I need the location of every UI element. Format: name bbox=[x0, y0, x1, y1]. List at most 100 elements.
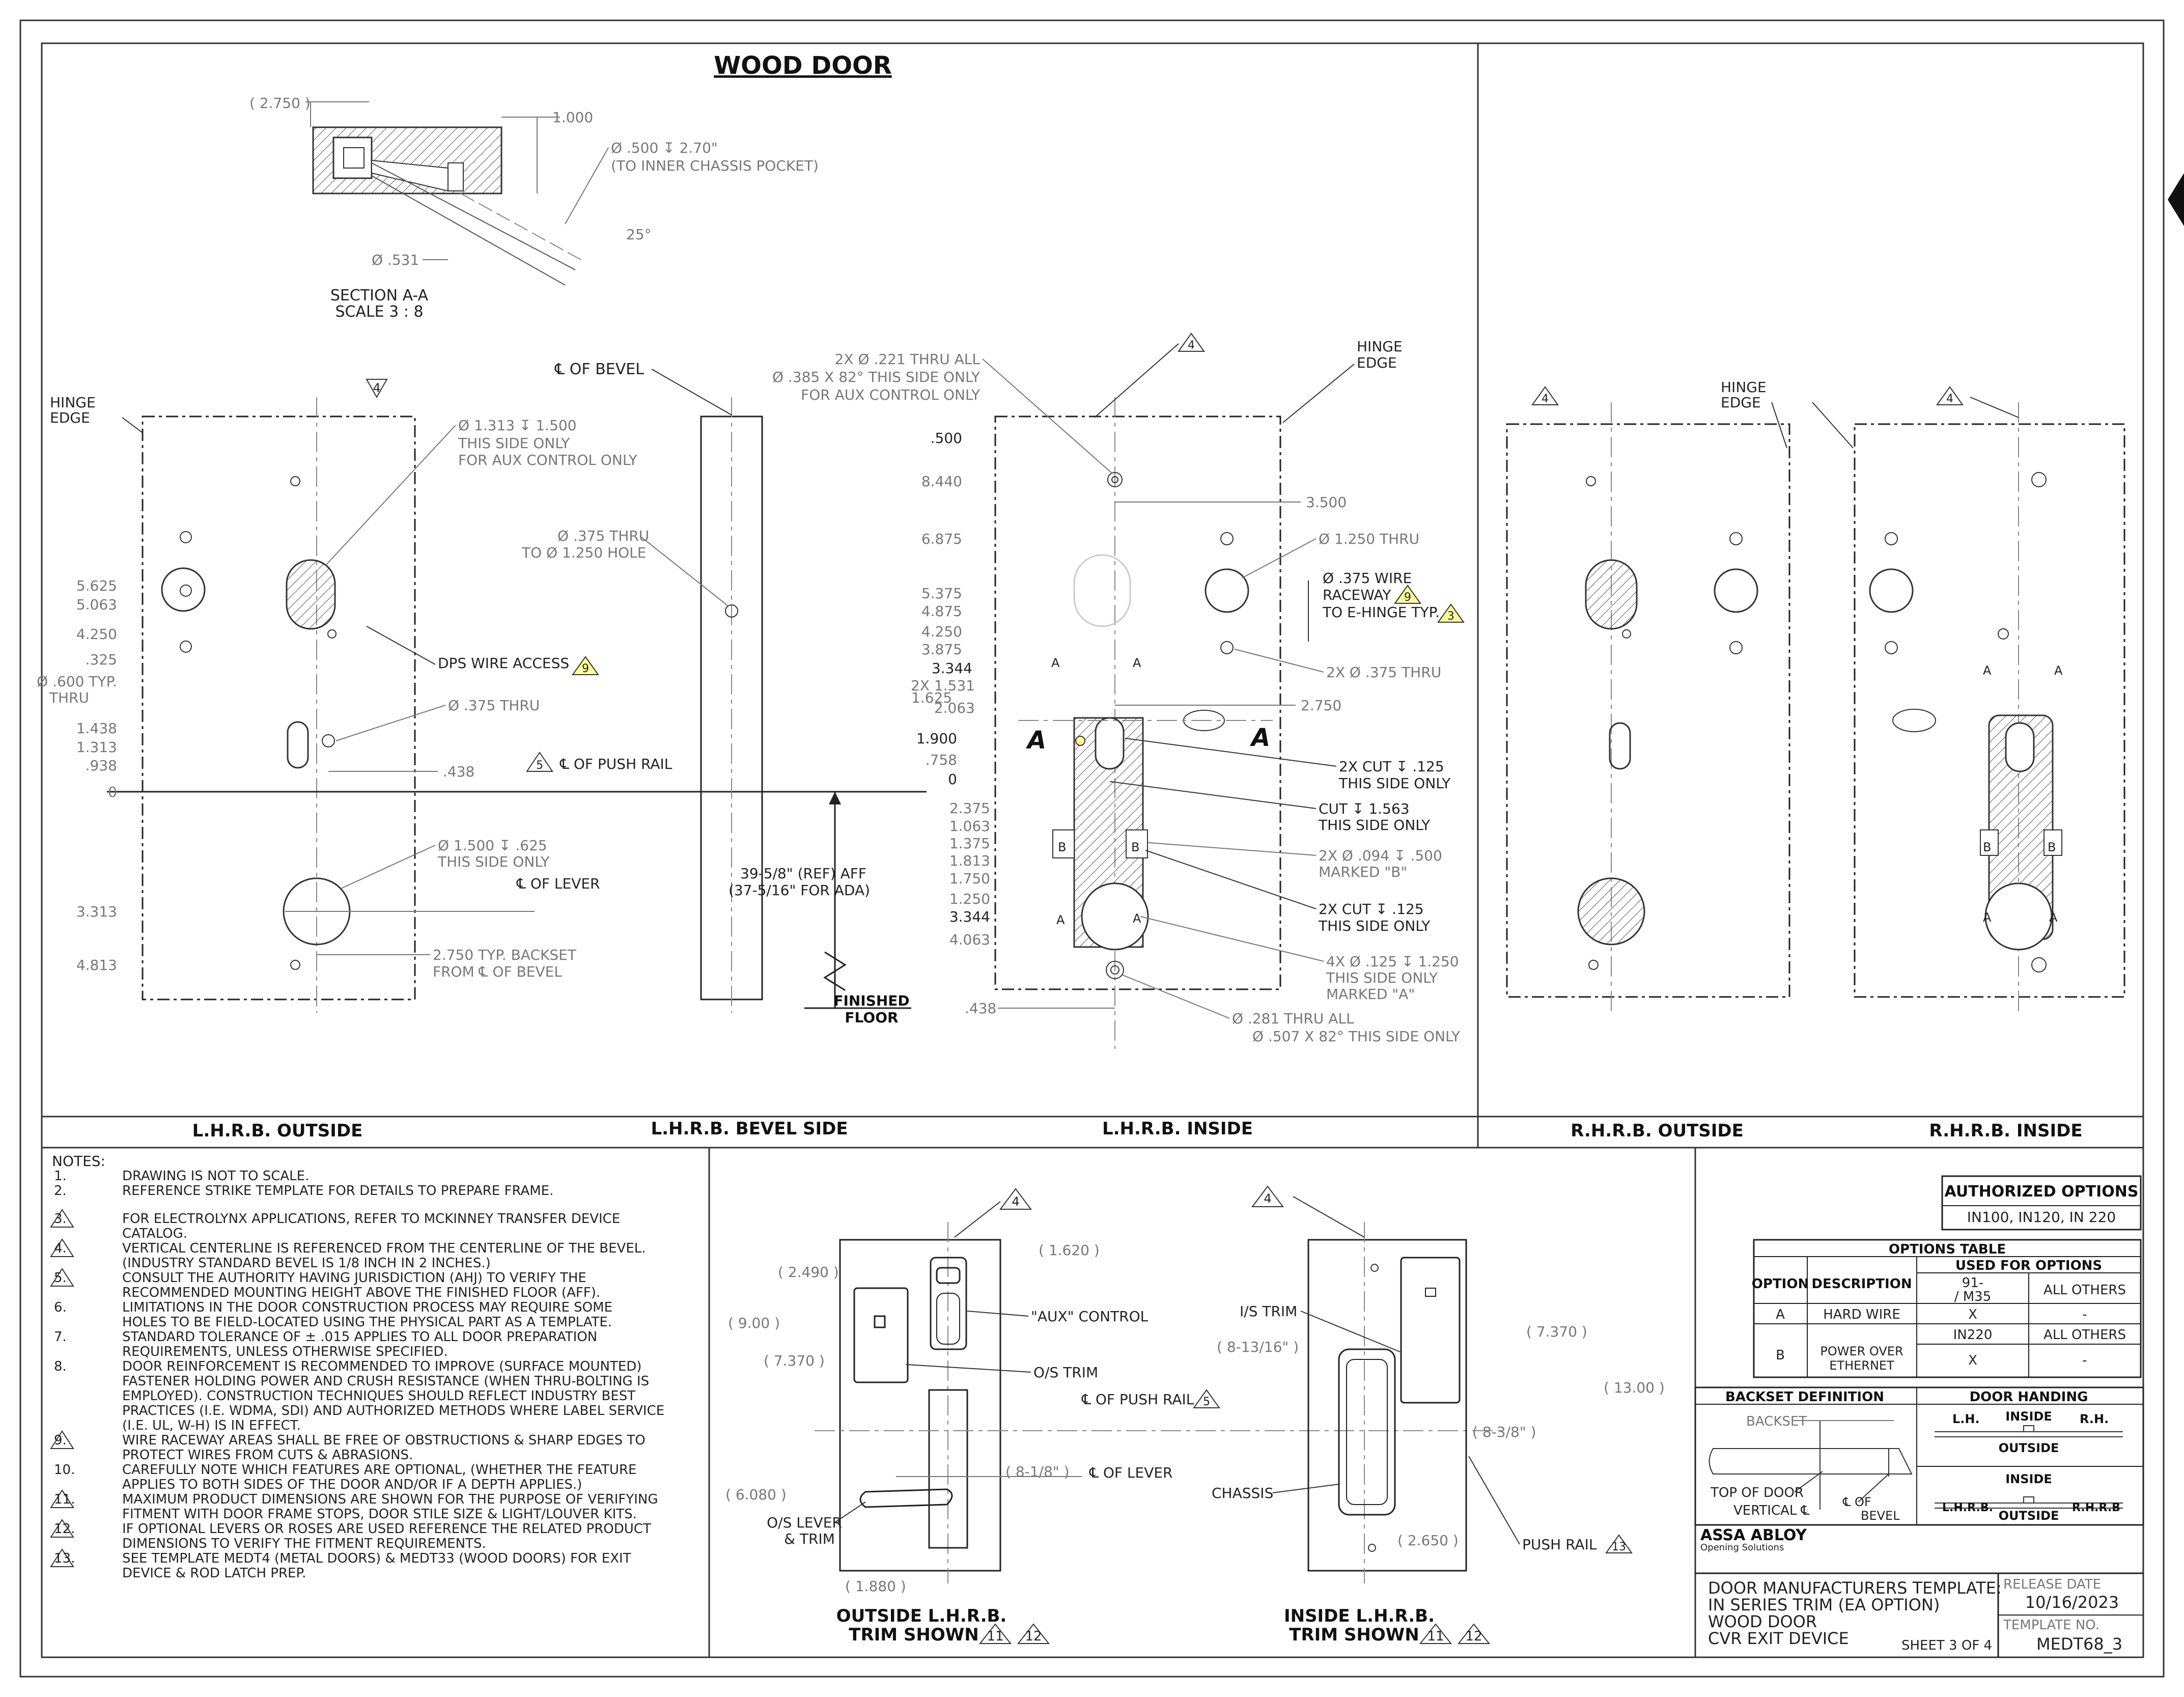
backset-vert: VERTICAL ℄ bbox=[1733, 1503, 1810, 1518]
lhrb-in-rev: 4 bbox=[1188, 339, 1195, 352]
section-dim-2750: ( 2.750 ) bbox=[249, 95, 311, 112]
lhrb-in-dim: 6.875 bbox=[921, 531, 962, 547]
trim-out-dim-1880: ( 1.880 ) bbox=[845, 1578, 906, 1595]
bevel-floor-2: FLOOR bbox=[845, 1009, 898, 1026]
caption-lhrb-outside: L.H.R.B. OUTSIDE bbox=[192, 1121, 363, 1141]
lhrb-in-mark-a: A bbox=[1056, 913, 1065, 927]
section-angle: 25° bbox=[626, 226, 652, 243]
lhrb-in-call4x-2: THIS SIDE ONLY bbox=[1326, 969, 1438, 986]
lhrb-out-dps: DPS WIRE ACCESS bbox=[438, 655, 569, 672]
options-row-a-desc: HARD WIRE bbox=[1823, 1307, 1900, 1322]
note-revision-triangle bbox=[50, 1209, 74, 1228]
lhrb-in-mark-b: B bbox=[1058, 840, 1066, 854]
note-number: 3. bbox=[54, 1211, 67, 1227]
sheet-frame bbox=[19, 19, 2165, 1678]
note-number: 13. bbox=[54, 1551, 75, 1566]
trim-out-dim-900: ( 9.00 ) bbox=[728, 1315, 780, 1331]
lhrb-in-dim: 1.750 bbox=[949, 870, 990, 887]
lhrb-out-hinge-1: HINGE bbox=[50, 394, 96, 411]
assa-abloy-sub: Opening Solutions bbox=[1700, 1542, 1784, 1553]
options-row-b-opt: B bbox=[1776, 1348, 1785, 1363]
lhrb-out-backset-1: 2.750 TYP. BACKSET bbox=[433, 947, 577, 963]
lhrb-out-hinge-2: EDGE bbox=[50, 409, 90, 426]
lhrb-out-call-1313: Ø 1.313 ↧ 1.500 bbox=[458, 417, 577, 434]
options-row-a-opt: A bbox=[1776, 1307, 1785, 1322]
trim-out-dim-1620: ( 1.620 ) bbox=[1039, 1242, 1100, 1259]
note-number: 10. bbox=[54, 1462, 75, 1478]
rhrb-in-mark-b: B bbox=[1983, 840, 1991, 854]
trim-in-dim-2650: ( 2.650 ) bbox=[1397, 1532, 1459, 1549]
lhrb-out-dim-438: .438 bbox=[443, 763, 474, 780]
handing-outside-top: OUTSIDE bbox=[1999, 1441, 2059, 1455]
trim-in-cap-2: TRIM SHOWN bbox=[1289, 1625, 1419, 1645]
lhrb-in-dim: .500 bbox=[931, 430, 962, 447]
lhrb-in-call4x-1: 4X Ø .125 ↧ 1.250 bbox=[1326, 953, 1459, 970]
lhrb-in-dim: 8.440 bbox=[921, 473, 962, 490]
lhrb-out-dim: 4.250 bbox=[76, 626, 117, 643]
lhrb-in-dim: 3.344 bbox=[949, 908, 990, 925]
note-line: REFERENCE STRIKE TEMPLATE FOR DETAILS TO… bbox=[122, 1183, 553, 1199]
lhrb-out-push-rail: ℄ OF PUSH RAIL bbox=[559, 756, 673, 772]
lhrb-out-dim: 5.625 bbox=[76, 577, 117, 594]
trim-in-is-trim: I/S TRIM bbox=[1240, 1303, 1297, 1320]
lhrb-out-dim: 0 bbox=[108, 784, 117, 800]
note-line: LIMITATIONS IN THE DOOR CONSTRUCTION PRO… bbox=[122, 1300, 612, 1315]
lhrb-out-dim: 3.313 bbox=[76, 903, 117, 920]
lhrb-in-dim: 0 bbox=[948, 771, 957, 788]
assa-abloy-logo: ASSA ABLOY bbox=[1700, 1526, 1807, 1544]
lhrb-out-dim: 5.063 bbox=[76, 596, 117, 613]
trim-out-cap-2: TRIM SHOWN bbox=[849, 1625, 979, 1645]
title-block bbox=[1695, 1572, 2143, 1657]
trim-in-dim-7370: ( 7.370 ) bbox=[1526, 1323, 1587, 1340]
options-col-91-2: / M35 bbox=[1954, 1289, 1992, 1304]
trim-out-aux: "AUX" CONTROL bbox=[1031, 1308, 1149, 1325]
caption-lhrb-bevel: L.H.R.B. BEVEL SIDE bbox=[651, 1119, 848, 1139]
note-number: 11. bbox=[54, 1492, 75, 1507]
section-title: SECTION A-A bbox=[330, 287, 429, 304]
options-row-b-91: X bbox=[1968, 1353, 1977, 1368]
lhrb-in-mark-a: A bbox=[1133, 656, 1141, 670]
lhrb-in-hinge-2: EDGE bbox=[1357, 354, 1397, 371]
note-line: EMPLOYED). CONSTRUCTION TECHNIQUES SHOUL… bbox=[122, 1388, 635, 1404]
note-line: DEVICE & ROD LATCH PREP. bbox=[122, 1566, 306, 1581]
tb-release-label: RELEASE DATE bbox=[2003, 1577, 2101, 1592]
lhrb-in-dim: 4.063 bbox=[949, 931, 990, 948]
lhrb-out-call-375: Ø .375 THRU bbox=[448, 697, 540, 714]
lhrb-in-dim: 1.063 bbox=[949, 818, 990, 834]
trim-out-cap-1: OUTSIDE L.H.R.B. bbox=[836, 1606, 1007, 1626]
trim-in-chassis: CHASSIS bbox=[1212, 1485, 1273, 1501]
lhrb-in-call094-2: MARKED "B" bbox=[1319, 864, 1407, 880]
lhrb-out-dim: THRU bbox=[49, 689, 89, 706]
tb-template: MEDT68_3 bbox=[2036, 1634, 2122, 1654]
lhrb-in-raceway-rev2: 3 bbox=[1447, 610, 1454, 623]
trim-inside-view: 4 I/S TRIM ( 8-13/16" ) ( 7.370 ) ( 13.0… bbox=[1212, 1185, 1665, 1645]
note-line: PROTECT WIRES FROM CUTS & ABRASIONS. bbox=[122, 1448, 413, 1463]
drawing-title: WOOD DOOR bbox=[714, 51, 892, 80]
note-line: APPLIES TO BOTH SIDES OF THE DOOR AND/OR… bbox=[122, 1477, 582, 1492]
lhrb-inside-view: B B A A A A A A 2X Ø .221 THRU ALL Ø .38… bbox=[772, 332, 1465, 1049]
lhrb-in-mark-a: A bbox=[1133, 911, 1141, 926]
notes-block: NOTES: 1.DRAWING IS NOT TO SCALE.2.REFER… bbox=[50, 1153, 664, 1581]
trim-out-lever: ℄ OF LEVER bbox=[1089, 1464, 1173, 1481]
note-line: RECOMMENDED MOUNTING HEIGHT ABOVE THE FI… bbox=[122, 1285, 600, 1300]
note-number: 7. bbox=[54, 1329, 67, 1345]
lhrb-in-top-2: Ø .385 X 82° THIS SIDE ONLY bbox=[772, 369, 981, 385]
options-title: OPTIONS TABLE bbox=[1889, 1242, 2006, 1257]
caption-lhrb-inside: L.H.R.B. INSIDE bbox=[1102, 1119, 1253, 1139]
lhrb-out-dim: .938 bbox=[86, 757, 117, 774]
options-row-b-desc-2: ETHERNET bbox=[1829, 1358, 1894, 1373]
note-number: 5. bbox=[54, 1270, 67, 1286]
lhrb-in-dim-2750: 2.750 bbox=[1301, 697, 1341, 714]
note-line: FASTENER HOLDING POWER AND CRUSH RESISTA… bbox=[122, 1374, 649, 1389]
note-line: CATALOG. bbox=[122, 1226, 187, 1241]
tb-sheet: SHEET 3 OF 4 bbox=[1901, 1638, 1992, 1653]
lhrb-in-dim: 3.875 bbox=[921, 641, 962, 658]
trim-out-push-rev: 5 bbox=[1203, 1396, 1210, 1408]
trim-out-os-lever-1: O/S LEVER bbox=[767, 1514, 842, 1531]
section-scale: SCALE 3 : 8 bbox=[335, 303, 423, 321]
options-row-a-all: - bbox=[2082, 1307, 2087, 1322]
sheet-marker-triangle bbox=[2168, 173, 2184, 226]
rhrb-in-mark-b: B bbox=[2048, 840, 2056, 854]
note-line: MAXIMUM PRODUCT DIMENSIONS ARE SHOWN FOR… bbox=[122, 1492, 658, 1507]
lhrb-in-sec-a: A bbox=[1025, 726, 1046, 755]
